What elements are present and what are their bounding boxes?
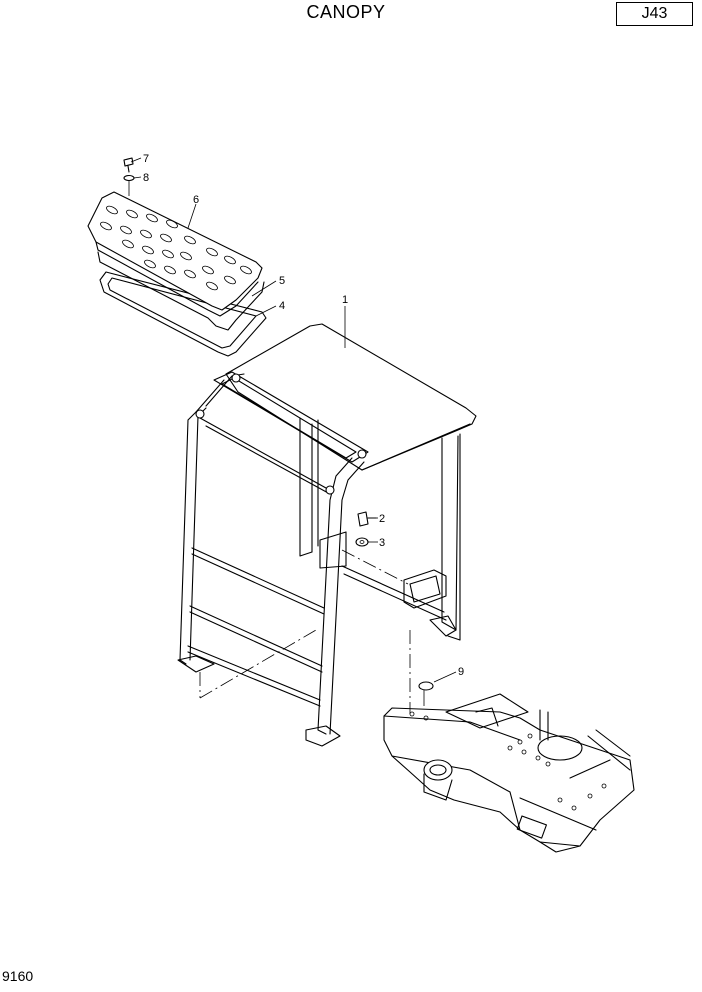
callout-9: 9 (458, 666, 464, 678)
washer-part-8 (123, 174, 135, 196)
callout-4: 4 (279, 300, 285, 312)
assembly-center-lines (199, 549, 411, 714)
washer-part-3 (355, 537, 369, 547)
callout-8: 8 (143, 172, 149, 184)
page-title: CANOPY (306, 2, 386, 22)
figure-number: 9160 (2, 968, 34, 984)
callout-3: 3 (379, 537, 385, 549)
page-code-box: J43 (616, 2, 693, 26)
callout-5: 5 (279, 275, 285, 287)
cover-slots (100, 205, 252, 291)
machine-base-frame (383, 693, 635, 853)
bolt-part-7 (123, 157, 134, 173)
canopy-frame-part-1 (177, 323, 477, 747)
underlay-part-5 (97, 251, 265, 331)
callout-7: 7 (143, 153, 149, 165)
callout-1: 1 (342, 294, 348, 306)
leader-lines (130, 157, 457, 683)
callout-2: 2 (379, 513, 385, 525)
top-cover-part-6 (87, 191, 263, 317)
callout-6: 6 (193, 194, 199, 206)
plug-part-9 (418, 681, 434, 706)
gasket-part-4 (99, 271, 267, 357)
bolt-part-2 (357, 511, 377, 527)
